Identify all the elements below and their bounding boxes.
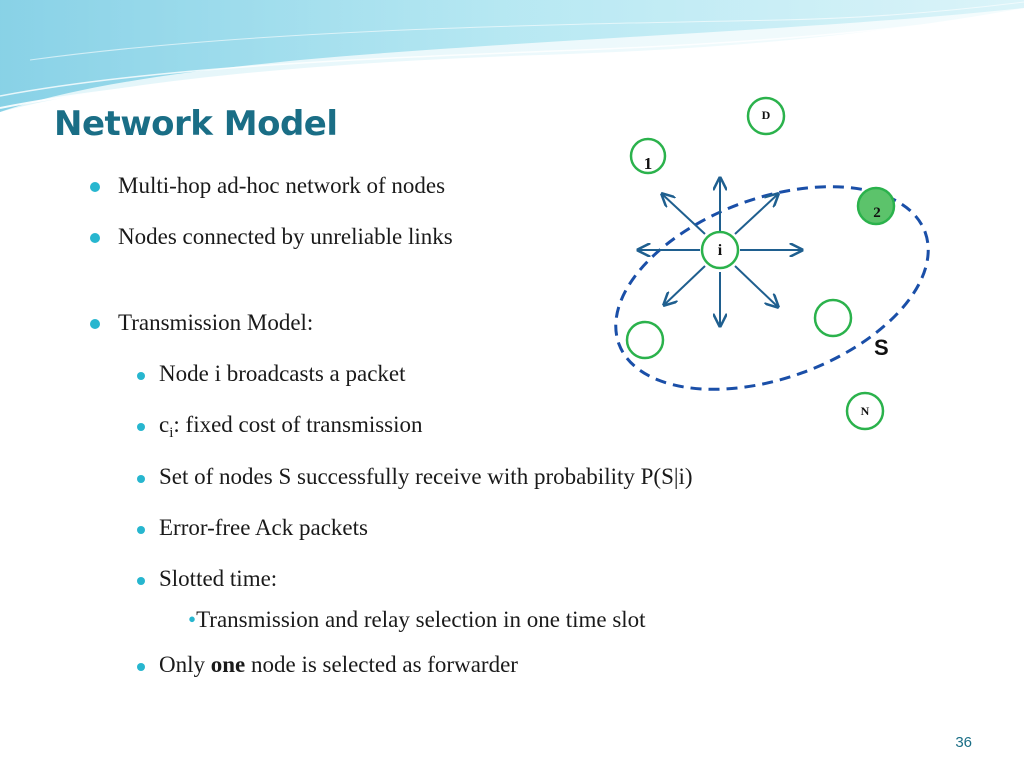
- arrow-down-left: [664, 265, 706, 305]
- sub-bullet-probability: Set of nodes S successfully receive with…: [159, 464, 693, 489]
- broadcast-arrows: [638, 178, 802, 326]
- arrow-up-left: [662, 194, 706, 235]
- forwarder-text-post: node is selected as forwarder: [245, 652, 518, 677]
- slide-title: Network Model: [54, 104, 338, 144]
- header-wave-decoration: [0, 0, 1024, 112]
- time-slot-text: Transmission and relay selection in one …: [196, 607, 646, 632]
- node-i: i: [700, 230, 740, 270]
- arrow-up-right: [734, 194, 778, 235]
- node-unlabeled-left: [625, 320, 665, 360]
- node-n: N: [845, 391, 885, 431]
- forwarder-text-bold: one: [210, 652, 246, 677]
- sub-bullet-cost: ci: fixed cost of transmission: [159, 412, 423, 442]
- bullet-transmission-model: Transmission Model:: [118, 310, 314, 335]
- node-1-label: 1: [644, 154, 653, 173]
- page-number: 36: [955, 734, 972, 751]
- bullet-dot: [90, 182, 100, 192]
- set-s-label: S: [874, 335, 889, 360]
- bullet-unreliable-links: Nodes connected by unreliable links: [118, 224, 453, 249]
- cost-subscript: i: [169, 425, 174, 441]
- network-diagram: i 1 D 2 N S: [614, 96, 930, 431]
- bullet-multihop: Multi-hop ad-hoc network of nodes: [118, 173, 446, 198]
- sub-bullet-dot: [137, 475, 145, 483]
- bullet-dot: [90, 319, 100, 329]
- node-i-label: i: [718, 242, 723, 259]
- arrow-down-right: [734, 265, 778, 307]
- receiver-set-ellipse: [614, 185, 930, 391]
- sub-sub-bullet-time-slot: •Transmission and relay selection in one…: [188, 607, 646, 633]
- node-d: D: [746, 96, 786, 136]
- bullet-dot: [90, 233, 100, 243]
- sub-bullet-dot: [137, 526, 145, 534]
- node-2-label: 2: [873, 205, 881, 221]
- sub-bullet-dot: [137, 663, 145, 671]
- node-n-label: N: [861, 404, 870, 418]
- node-2-selected: 2: [856, 186, 896, 226]
- sub-bullet-dot: [137, 577, 145, 585]
- node-unlabeled-right: [813, 298, 853, 338]
- sub-bullet-dot: [137, 372, 145, 380]
- sub-sub-bullet-dot: •: [188, 607, 197, 632]
- sub-bullet-forwarder: Only one node is selected as forwarder: [159, 652, 518, 678]
- node-1: 1: [629, 137, 667, 175]
- sub-bullet-broadcast: Node i broadcasts a packet: [159, 361, 406, 386]
- cost-symbol: c: [159, 412, 170, 437]
- forwarder-text-pre: Only: [159, 652, 211, 677]
- sub-bullet-dot: [137, 423, 145, 431]
- sub-bullet-slotted-time: Slotted time:: [159, 566, 278, 591]
- cost-text: : fixed cost of transmission: [173, 412, 423, 437]
- sub-bullet-ack: Error-free Ack packets: [159, 515, 368, 540]
- node-d-label: D: [762, 108, 771, 122]
